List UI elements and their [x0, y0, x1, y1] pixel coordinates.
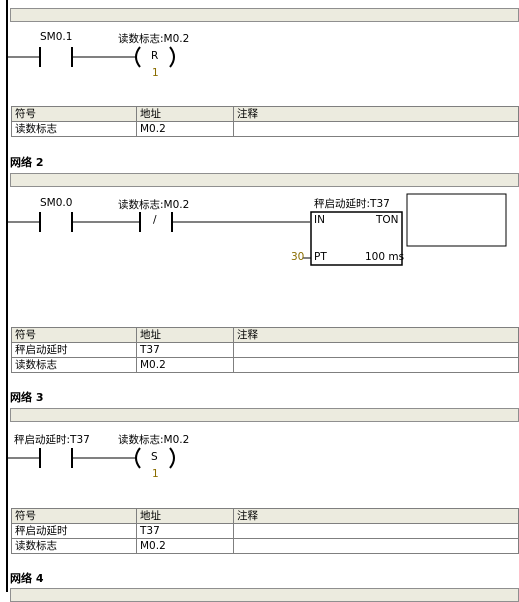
cell-symbol: 读数标志 [11, 357, 137, 373]
contact-label[interactable]: 读数标志:M0.2 [118, 199, 190, 211]
cell-address: M0.2 [136, 538, 234, 554]
col-address: 地址 [136, 508, 234, 524]
col-symbol: 符号 [11, 327, 137, 343]
contact-label[interactable]: 秤启动延时:T37 [14, 434, 90, 446]
coil-set-left [135, 447, 141, 469]
cell-symbol: 读数标志 [11, 538, 137, 554]
coil-op: R [151, 50, 159, 62]
cell-comment [233, 121, 519, 137]
symbol-table-1: 符号 地址 注释 读数标志 M0.2 [11, 106, 519, 137]
col-address: 地址 [136, 327, 234, 343]
col-symbol: 符号 [11, 508, 137, 524]
network-2-comment[interactable] [10, 173, 519, 187]
cell-comment [233, 357, 519, 373]
symbol-table-2: 符号 地址 注释 秤启动延时 T37 读数标志 M0.2 [11, 327, 519, 373]
col-comment: 注释 [233, 508, 519, 524]
cell-symbol: 秤启动延时 [11, 523, 137, 539]
col-comment: 注释 [233, 327, 519, 343]
cell-symbol: 秤启动延时 [11, 342, 137, 358]
cell-address: T37 [136, 523, 234, 539]
timer-pt: PT [314, 251, 327, 263]
timer-in: IN [314, 214, 325, 226]
cell-comment [233, 523, 519, 539]
network-2-rung [7, 193, 507, 266]
network-3-rung [7, 447, 175, 469]
network-1-rung [7, 46, 175, 68]
network-4-title: 网络 4 [10, 572, 44, 585]
coil-op: S [151, 451, 158, 463]
cell-address: T37 [136, 342, 234, 358]
network-2-empty-box [406, 193, 507, 247]
timer-box [310, 211, 403, 266]
timer-type: TON [376, 214, 399, 226]
network-4-comment[interactable] [10, 588, 519, 602]
col-address: 地址 [136, 106, 234, 122]
coil-count[interactable]: 1 [152, 468, 159, 480]
coil-set-right [169, 447, 175, 469]
contact-label[interactable]: SM0.1 [40, 31, 73, 43]
cell-comment [233, 342, 519, 358]
table-row[interactable]: 秤启动延时 T37 [11, 523, 519, 539]
cell-address: M0.2 [136, 357, 234, 373]
table-row[interactable]: 秤启动延时 T37 [11, 342, 519, 358]
network-2-title: 网络 2 [10, 156, 44, 169]
coil-label[interactable]: 读数标志:M0.2 [118, 33, 190, 45]
coil-count[interactable]: 1 [152, 67, 159, 79]
table-row[interactable]: 读数标志 M0.2 [11, 357, 519, 373]
coil-reset-left [135, 46, 141, 68]
nc-slash: / [153, 214, 157, 226]
coil-label[interactable]: 读数标志:M0.2 [118, 434, 190, 446]
table-row[interactable]: 读数标志 M0.2 [11, 121, 519, 137]
timer-base: 100 ms [365, 251, 405, 263]
network-3-comment[interactable] [10, 408, 519, 422]
network-3-title: 网络 3 [10, 391, 44, 404]
timer-preset[interactable]: 30 [291, 251, 305, 263]
cell-comment [233, 538, 519, 554]
col-symbol: 符号 [11, 106, 137, 122]
cell-symbol: 读数标志 [11, 121, 137, 137]
contact-label[interactable]: SM0.0 [40, 197, 73, 209]
cell-address: M0.2 [136, 121, 234, 137]
power-rail [6, 0, 8, 592]
symbol-table-3: 符号 地址 注释 秤启动延时 T37 读数标志 M0.2 [11, 508, 519, 554]
timer-label[interactable]: 秤启动延时:T37 [314, 198, 390, 210]
table-row[interactable]: 读数标志 M0.2 [11, 538, 519, 554]
coil-reset-right [169, 46, 175, 68]
col-comment: 注释 [233, 106, 519, 122]
